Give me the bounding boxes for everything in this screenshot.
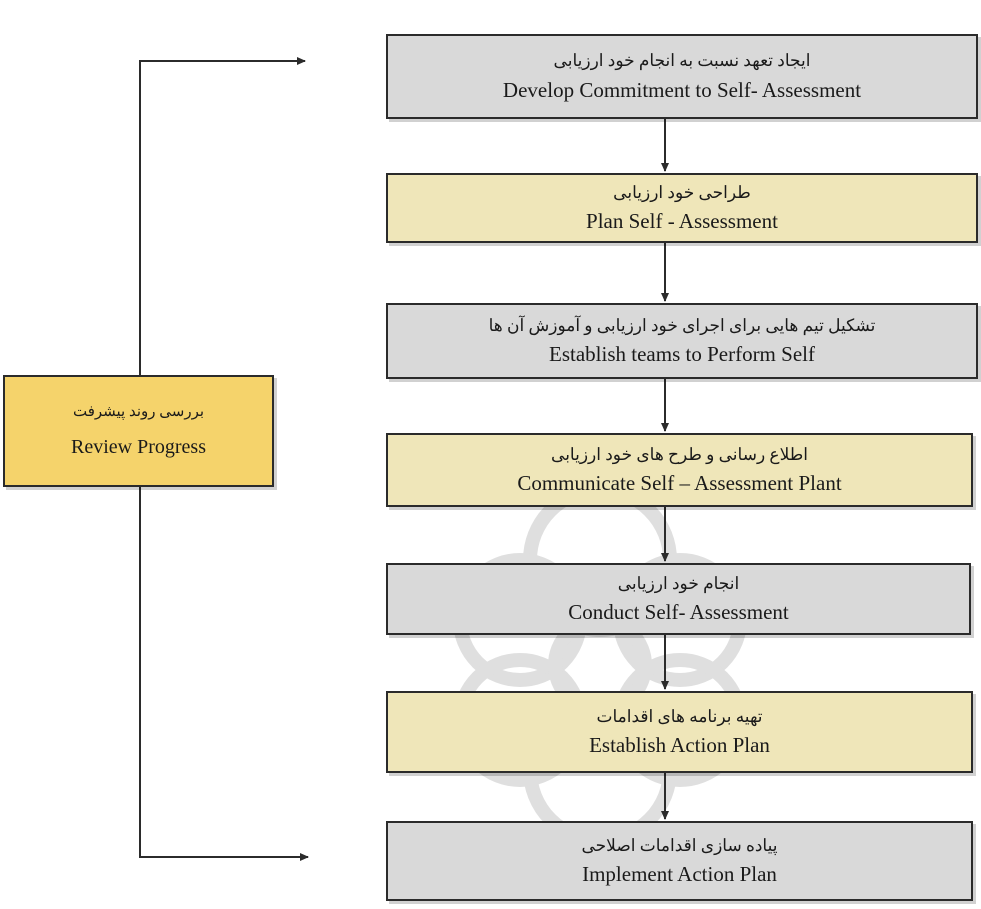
step-label-fa: طراحی خود ارزیابی	[613, 182, 751, 202]
review-label-en: Review Progress	[71, 436, 206, 459]
step-implement-action-plan: پیاده سازی اقدامات اصلاحی Implement Acti…	[386, 821, 973, 901]
step-label-fa: انجام خود ارزیابی	[617, 573, 740, 593]
feedback-line-bottom	[139, 487, 309, 861]
step-conduct-self-assessment: انجام خود ارزیابی Conduct Self- Assessme…	[386, 563, 971, 635]
review-label-fa: بررسی روند پیشرفت	[72, 403, 205, 420]
review-progress-box: بررسی روند پیشرفت Review Progress	[3, 375, 274, 487]
step-label-en: Establish Action Plan	[589, 733, 770, 758]
step-establish-action-plan: تهیه برنامه های اقدامات Establish Action…	[386, 691, 973, 773]
step-label-en: Conduct Self- Assessment	[568, 600, 789, 625]
step-establish-teams: تشکیل تیم هایی برای اجرای خود ارزیابی و …	[386, 303, 978, 379]
step-label-fa: تهیه برنامه های اقدامات	[596, 706, 763, 726]
step-label-en: Implement Action Plan	[582, 862, 777, 887]
step-label-en: Establish teams to Perform Self	[549, 342, 815, 367]
step-label-en: Plan Self - Assessment	[586, 209, 778, 234]
step-develop-commitment: ایجاد تعهد نسبت به انجام خود ارزیابی Dev…	[386, 34, 978, 119]
step-label-en: Communicate Self – Assessment Plant	[517, 471, 842, 496]
step-label-fa: اطلاع رسانی و طرح های خود ارزیابی	[551, 444, 808, 464]
step-label-fa: پیاده سازی اقدامات اصلاحی	[581, 835, 778, 855]
step-plan-self-assessment: طراحی خود ارزیابی Plan Self - Assessment	[386, 173, 978, 243]
feedback-line-top	[139, 57, 306, 375]
step-label-fa: تشکیل تیم هایی برای اجرای خود ارزیابی و …	[488, 315, 876, 335]
step-communicate-plans: اطلاع رسانی و طرح های خود ارزیابی Commun…	[386, 433, 973, 507]
step-label-en: Develop Commitment to Self- Assessment	[502, 77, 862, 102]
step-label-fa: ایجاد تعهد نسبت به انجام خود ارزیابی	[553, 51, 811, 71]
